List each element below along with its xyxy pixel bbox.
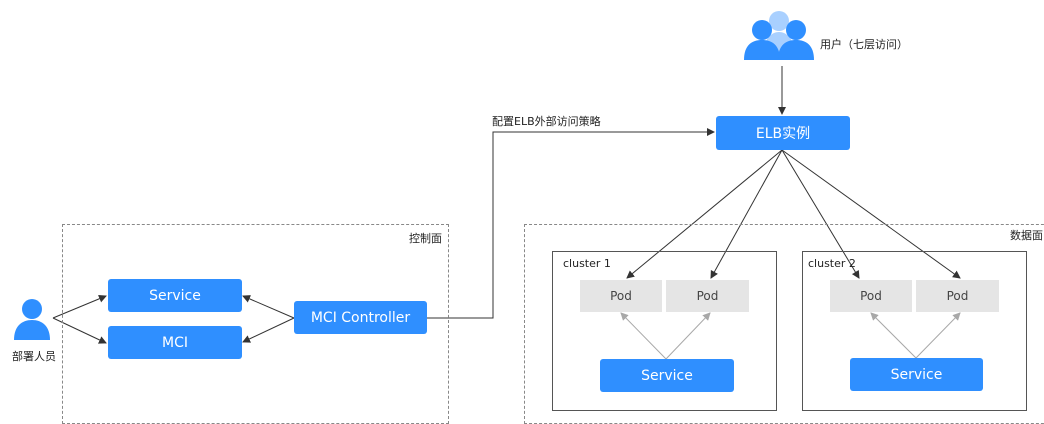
cluster-2-service-box: Service	[850, 358, 983, 391]
cluster-1-label: cluster 1	[563, 257, 611, 270]
cluster-2-service-label: Service	[890, 366, 943, 383]
arrow-controller-to-elb	[427, 128, 715, 319]
cluster-1-pod-2-label: Pod	[696, 289, 719, 303]
mci-controller-box: MCI Controller	[294, 301, 427, 334]
cluster-2-pod-1: Pod	[830, 280, 912, 312]
mci-controller-label: MCI Controller	[310, 309, 411, 326]
arrow-elb-to-pod-2	[710, 149, 783, 279]
mci-label: MCI	[162, 334, 188, 351]
arrow-deployer-to-mci	[52, 317, 107, 344]
elb-config-label: 配置ELB外部访问策略	[492, 115, 601, 128]
person-icon	[14, 299, 50, 340]
elb-instance-label: ELB实例	[755, 126, 811, 142]
users-group-icon	[744, 11, 814, 60]
cluster-1-service-box: Service	[600, 359, 734, 392]
cluster-1-box	[552, 251, 777, 411]
user-label: 用户（七层访问）	[820, 38, 908, 51]
cluster-2-label: cluster 2	[808, 257, 856, 270]
cluster-2-pod-2: Pod	[916, 280, 999, 312]
data-plane-label: 数据面	[1010, 229, 1043, 242]
mci-box: MCI	[108, 326, 242, 359]
cluster-2-pod-1-label: Pod	[860, 289, 882, 303]
arrow-controller-to-service	[242, 295, 295, 319]
arrow-svc1-to-pod-2	[665, 312, 711, 360]
elb-instance-box: ELB实例	[716, 116, 850, 150]
control-plane-label: 控制面	[409, 232, 442, 245]
cluster-2-pod-2-label: Pod	[946, 289, 969, 303]
cluster-1-service-label: Service	[641, 367, 693, 384]
arrow-deployer-to-service	[52, 294, 107, 319]
arrow-svc1-to-pod-1	[620, 312, 667, 360]
arrow-svc2-to-pod-4	[915, 312, 961, 359]
cluster-2-box	[802, 251, 1027, 411]
cluster-1-pod-1-label: Pod	[610, 289, 632, 303]
control-service-label: Service	[149, 287, 201, 304]
arrow-elb-to-pod-4	[781, 149, 961, 279]
arrow-controller-to-mci	[242, 317, 295, 343]
control-service-box: Service	[108, 279, 242, 312]
arrow-elb-to-pod-1	[626, 149, 783, 279]
deployer-label: 部署人员	[12, 350, 56, 363]
cluster-1-pod-1: Pod	[580, 280, 662, 312]
arrow-svc2-to-pod-3	[870, 312, 917, 359]
arrow-elb-to-pod-3	[781, 149, 860, 279]
cluster-1-pod-2: Pod	[666, 280, 749, 312]
